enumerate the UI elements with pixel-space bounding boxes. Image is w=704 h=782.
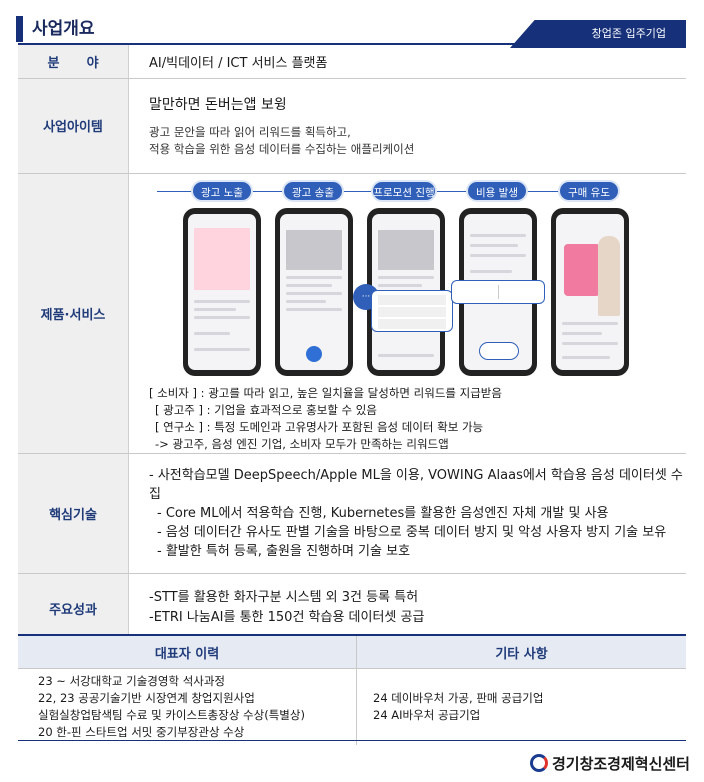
other-notes: 24 데이바우처 가공, 판매 공급기업 24 AI바우처 공급기업	[357, 669, 687, 746]
model-image	[598, 235, 620, 316]
row-field: 분 야 AI/빅데이터 / ICT 서비스 플랫폼	[18, 45, 686, 79]
ceo-history-line: 22, 23 공공기술기반 시장연계 창업지원사업	[38, 691, 255, 705]
tech-content: - 사전학습모델 DeepSpeech/Apple ML을 이용, VOWING…	[128, 453, 686, 574]
item-desc-1: 광고 문안을 따라 읽어 리워드를 획득하고,	[149, 124, 351, 139]
phone-screen-2	[280, 213, 348, 370]
service-flow: 광고 노출 광고 송출 프로모션 진행 비용 발생 구매 유도	[149, 178, 669, 383]
ceo-history-header: 대표자 이력	[18, 634, 357, 669]
product-image	[564, 243, 600, 296]
other-note-line: 24 데이바우처 가공, 판매 공급기업	[373, 691, 544, 705]
step-pill-3: 프로모션 진행	[371, 179, 437, 202]
role-advertiser: [ 광고주 ] : 기업을 효과적으로 홍보할 수 있음	[155, 402, 377, 417]
step-pill-4: 비용 발생	[466, 179, 528, 202]
tech-line-4: - 활발한 특허 등록, 출원을 진행하며 기술 보호	[157, 543, 411, 559]
role-lab: [ 연구소 ] : 특정 도메인과 고유명사가 포함된 음성 데이터 확보 가능	[155, 419, 484, 434]
other-note-line: 24 AI바우처 공급기업	[373, 708, 481, 722]
ceo-history-line: 23 ~ 서강대학교 기술경영학 석사과정	[38, 674, 226, 688]
phone-mockup-5	[551, 207, 629, 376]
promo-banner	[378, 229, 434, 270]
tech-label: 핵심기술	[18, 453, 129, 574]
product-content: 광고 노출 광고 송출 프로모션 진행 비용 발생 구매 유도	[128, 173, 686, 454]
other-notes-header: 기타 사항	[356, 634, 686, 669]
step-pill-1: 광고 노출	[191, 179, 253, 202]
phone-mockup-4	[451, 207, 545, 376]
result-content: -STT를 활용한 화자구분 시스템 외 3건 등록 특허 -ETRI 나눔AI…	[128, 573, 686, 644]
row-result: 주요성과 -STT를 활용한 화자구분 시스템 외 3건 등록 특허 -ETRI…	[18, 573, 686, 644]
center-logo: 경기창조경제혁신센터	[529, 750, 690, 776]
phone-mockup-3: ···	[353, 207, 453, 376]
section-marker	[16, 16, 23, 42]
row-tech: 핵심기술 - 사전학습모델 DeepSpeech/Apple ML을 이용, V…	[18, 453, 686, 574]
step-pill-5: 구매 유도	[558, 179, 620, 202]
phone-mockup-2	[275, 207, 353, 376]
logo-ring-icon	[529, 754, 548, 772]
role-consumer: [ 소비자 ] : 광고를 따라 읽고, 높은 일치율을 달성하면 리워드를 지…	[149, 385, 502, 400]
more-badge	[479, 341, 519, 360]
promo-callout	[371, 289, 453, 332]
item-title: 말만하면 돈버는앱 보윙	[149, 96, 287, 113]
result-line-2: -ETRI 나눔AI를 통한 150건 학습용 데이터셋 공급	[149, 610, 425, 625]
ceo-history-line: 20 한-핀 스타트업 서밋 중기부장관상 수상	[38, 725, 245, 739]
ceo-history-line: 실험실창업탐색팀 수료 및 카이스트총장상 수상(특별상)	[38, 708, 305, 722]
row-item: 사업아이템 말만하면 돈버는앱 보윙 광고 문안을 따라 읽어 리워드를 획득하…	[18, 78, 686, 174]
tech-line-1: - 사전학습모델 DeepSpeech/Apple ML을 이용, VOWING…	[149, 467, 683, 502]
logo-name: 경기창조경제혁신센터	[551, 754, 690, 773]
row-product: 제품·서비스 광고 노출 광고 송출 프로모션 진행 비용 발생 구매 유도	[18, 173, 686, 454]
phone-mockup-1	[183, 207, 261, 376]
role-list: [ 소비자 ] : 광고를 따라 읽고, 높은 일치율을 달성하면 리워드를 지…	[149, 385, 686, 453]
step-pill-2: 광고 송출	[282, 179, 344, 202]
profile-table: 대표자 이력 기타 사항 23 ~ 서강대학교 기술경영학 석사과정 22, 2…	[18, 634, 686, 745]
overview-table: 분 야 AI/빅데이터 / ICT 서비스 플랫폼 사업아이템 말만하면 돈버는…	[18, 45, 686, 644]
role-summary: -> 광고주, 음성 엔진 기업, 소비자 모두가 만족하는 리워드앱	[155, 436, 449, 451]
tech-line-3: - 음성 데이터간 유사도 판별 기술을 바탕으로 중복 데이터 방지 및 악성…	[157, 524, 667, 540]
phone-screen-5	[556, 213, 624, 370]
ad-image	[194, 227, 250, 290]
tech-line-2: - Core ML에서 적용학습 진행, Kubernetes를 활용한 음성엔…	[157, 505, 609, 521]
result-line-1: -STT를 활용한 화자구분 시스템 외 3건 등록 특허	[149, 590, 419, 605]
microphone-icon	[306, 345, 322, 362]
result-label: 주요성과	[18, 573, 129, 644]
item-content: 말만하면 돈버는앱 보윙 광고 문안을 따라 읽어 리워드를 획득하고, 적용 …	[128, 78, 686, 174]
ad-banner	[286, 229, 342, 270]
bottom-divider	[18, 740, 686, 741]
section-title: 사업개요	[32, 19, 95, 39]
product-label: 제품·서비스	[18, 173, 129, 454]
header-divider	[18, 43, 686, 45]
item-label: 사업아이템	[18, 78, 129, 174]
field-value: AI/빅데이터 / ICT 서비스 플랫폼	[128, 45, 686, 79]
phone-screen-1	[188, 213, 256, 370]
score-callout	[451, 279, 545, 304]
ceo-history: 23 ~ 서강대학교 기술경영학 석사과정 22, 23 공공기술기반 시장연계…	[18, 668, 357, 745]
field-label: 분 야	[18, 45, 129, 79]
item-desc-2: 적용 학습을 위한 음성 데이터를 수집하는 애플리케이션	[149, 141, 415, 156]
